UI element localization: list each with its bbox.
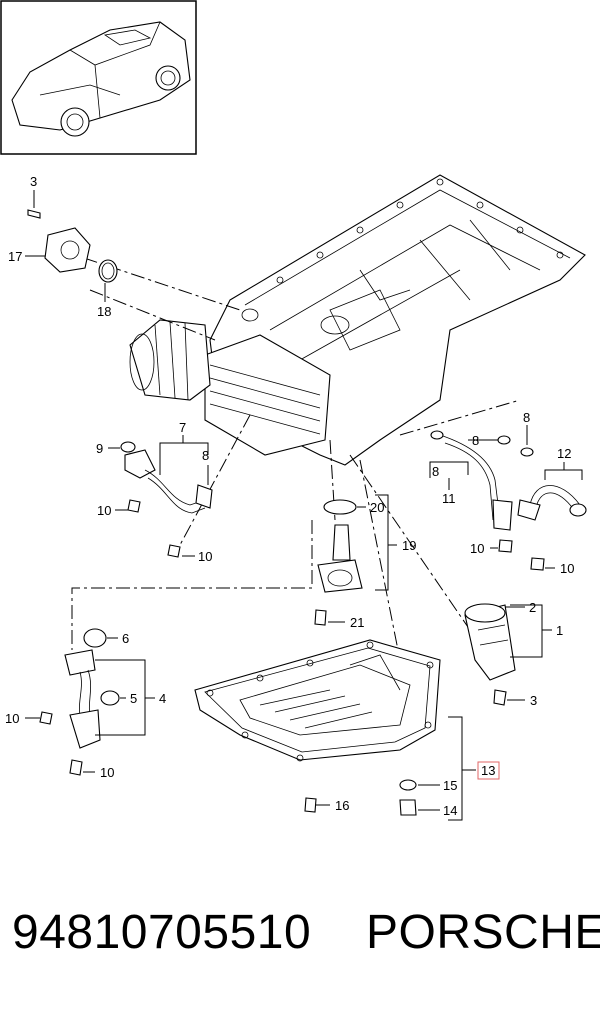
filler-neck-assembly [464, 603, 552, 706]
callout-8-sub: 8 [432, 464, 439, 479]
callout-10-lower-b: 10 [100, 765, 114, 780]
callout-5: 5 [130, 691, 137, 706]
engine-block [129, 174, 586, 466]
callout-13: 13 [481, 763, 495, 778]
tube-assembly-7 [108, 435, 213, 558]
callout-10-right-b: 10 [560, 561, 574, 576]
callout-3-right: 3 [530, 693, 537, 708]
callout-16: 16 [335, 798, 349, 813]
callout-3-top: 3 [30, 174, 37, 189]
callout-8-mid: 8 [472, 433, 479, 448]
callout-4: 4 [159, 691, 166, 706]
callout-9: 9 [96, 441, 103, 456]
oil-pan [194, 639, 476, 821]
callout-7: 7 [179, 420, 186, 435]
callout-17: 17 [8, 249, 22, 264]
callout-8-left: 8 [202, 448, 209, 463]
callout-2: 2 [529, 600, 536, 615]
callout-18: 18 [97, 304, 111, 319]
callout-6: 6 [122, 631, 129, 646]
callout-19: 19 [402, 538, 416, 553]
vehicle-thumbnail [0, 0, 197, 155]
part-number: 94810705510 [12, 906, 312, 959]
callout-12: 12 [557, 446, 571, 461]
callout-10-left-b: 10 [198, 549, 212, 564]
callout-14: 14 [443, 803, 457, 818]
callout-10-lower-a: 10 [5, 711, 19, 726]
tube-assembly-11-12 [429, 425, 587, 571]
callout-8-right: 8 [523, 410, 530, 425]
callout-10-right-a: 10 [470, 541, 484, 556]
callout-20: 20 [370, 500, 384, 515]
callout-13-highlight [477, 761, 500, 780]
dipstick-assembly [314, 494, 397, 626]
footer: 94810705510 PORSCHE [0, 898, 600, 978]
callout-1: 1 [556, 623, 563, 638]
callout-10-left-a: 10 [97, 503, 111, 518]
callout-11: 11 [442, 491, 456, 506]
brand-name: PORSCHE [366, 906, 600, 959]
callout-21: 21 [350, 615, 364, 630]
flange-assembly [25, 190, 118, 302]
leader-lines [59, 249, 521, 661]
pickup-tube-assembly [25, 628, 155, 776]
callout-labels: 3 17 18 7 9 8 10 10 8 8 8 11 12 10 10 20… [5, 174, 574, 818]
callout-15: 15 [443, 778, 457, 793]
